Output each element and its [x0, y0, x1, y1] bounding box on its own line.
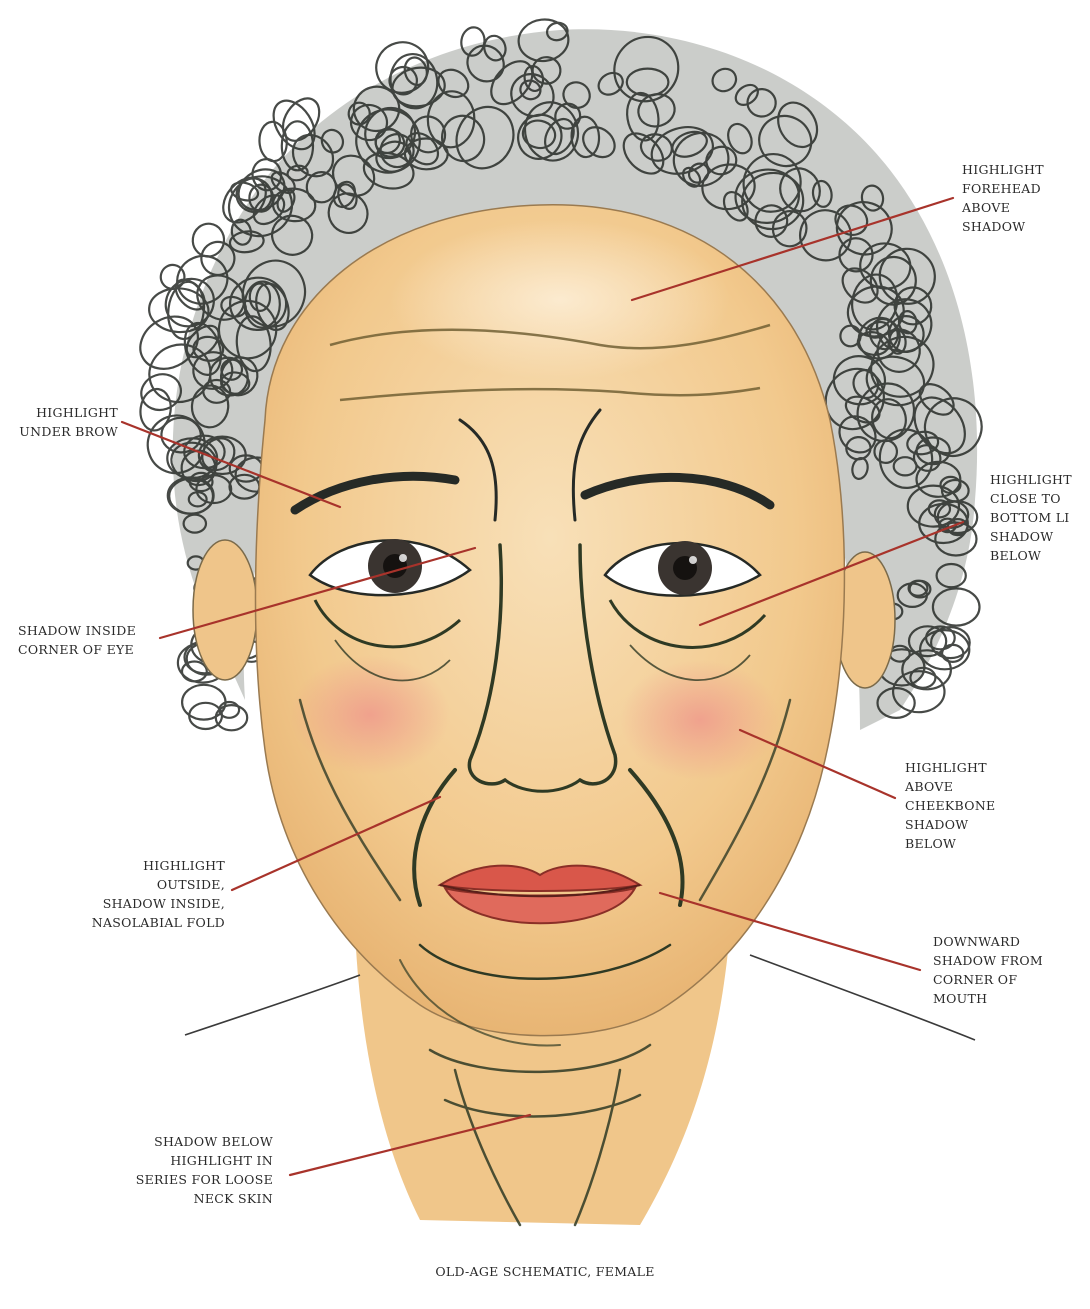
label-neck: SHADOW BELOWHIGHLIGHT INSERIES FOR LOOSE… [60, 1132, 273, 1208]
left-ear [193, 540, 257, 680]
figure-caption: OLD-AGE SCHEMATIC, FEMALE [345, 1262, 745, 1281]
label-nasolabial: HIGHLIGHTOUTSIDE,SHADOW INSIDE,NASOLABIA… [40, 856, 225, 932]
label-bottom-lid: HIGHLIGHTCLOSE TOBOTTOM LISHADOWBELOW [990, 470, 1090, 565]
label-cheekbone: HIGHLIGHTABOVECHEEKBONESHADOWBELOW [905, 758, 995, 853]
label-forehead: HIGHLIGHTFOREHEADABOVESHADOW [962, 160, 1044, 236]
label-mouth: DOWNWARDSHADOW FROMCORNER OFMOUTH [933, 932, 1043, 1008]
label-eye-corner: SHADOW INSIDECORNER OF EYE [18, 621, 136, 659]
label-brow: HIGHLIGHTUNDER BROW [0, 403, 118, 441]
